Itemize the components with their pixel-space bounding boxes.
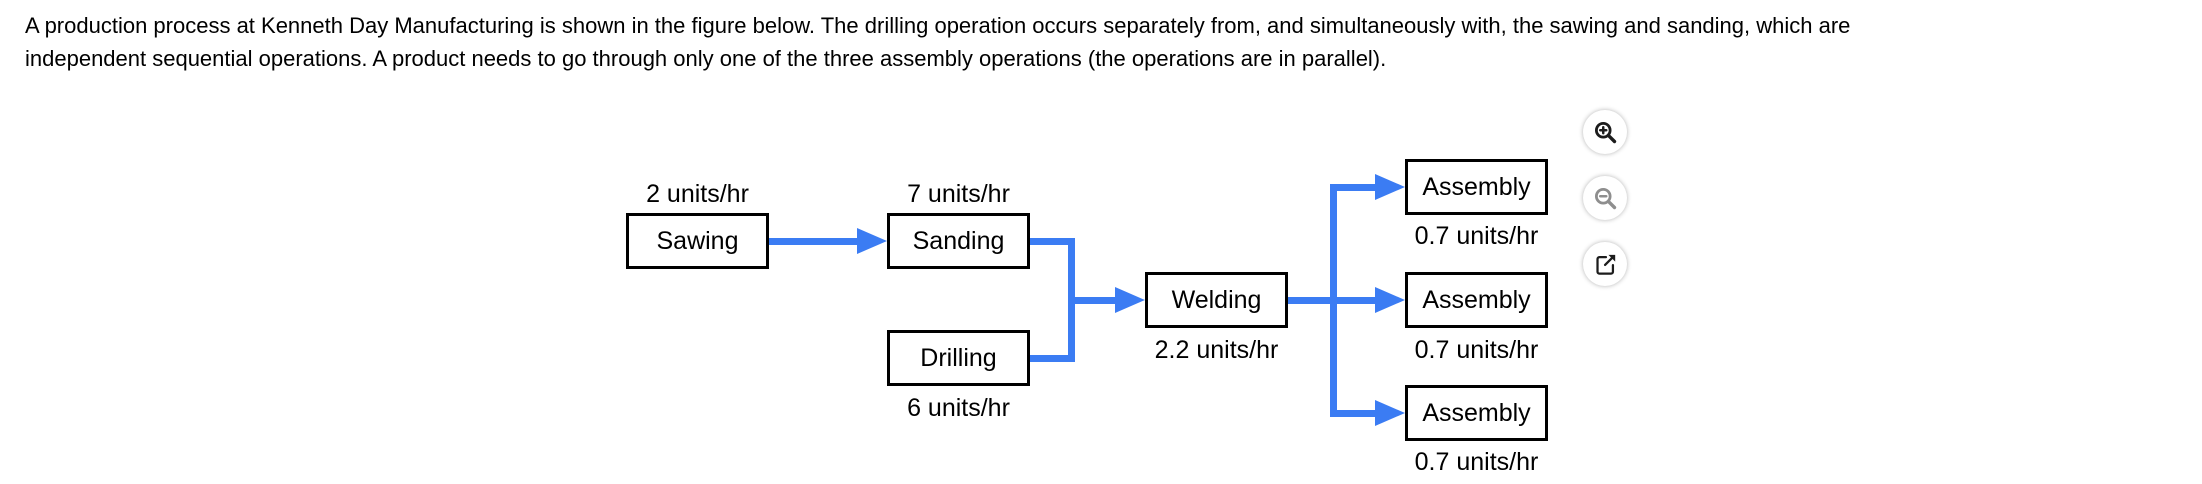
rate-assembly-bottom: 0.7 units/hr <box>1414 448 1539 476</box>
edge-branch-vertical-line <box>1329 183 1337 417</box>
node-drilling-label: Drilling <box>920 343 997 372</box>
node-assembly-top: Assembly <box>1405 159 1548 215</box>
edge-sawing-sanding-arrowhead-icon <box>857 228 887 254</box>
figure-zoom-in-button[interactable] <box>1583 110 1627 154</box>
edge-sanding-junction-line <box>1030 237 1075 245</box>
rate-welding: 2.2 units/hr <box>1154 336 1279 364</box>
edge-sawing-sanding-line <box>769 237 857 245</box>
zoom-in-icon <box>1592 119 1619 146</box>
open-in-new-icon <box>1592 251 1619 278</box>
node-sanding-label: Sanding <box>912 226 1005 255</box>
rate-assembly-middle: 0.7 units/hr <box>1414 336 1539 364</box>
node-assembly-middle-label: Assembly <box>1422 285 1531 314</box>
node-sawing: Sawing <box>626 213 769 269</box>
node-assembly-middle: Assembly <box>1405 272 1548 328</box>
rate-drilling: 6 units/hr <box>907 394 1010 422</box>
edge-junction-welding-line <box>1071 296 1115 304</box>
node-welding-label: Welding <box>1171 285 1262 314</box>
rate-sanding: 7 units/hr <box>907 180 1010 208</box>
edge-branch-assembly-bottom-line <box>1329 409 1375 417</box>
edge-branch-assembly-top-line <box>1329 183 1375 191</box>
node-assembly-bottom-label: Assembly <box>1422 398 1531 427</box>
node-assembly-bottom: Assembly <box>1405 385 1548 441</box>
node-sanding: Sanding <box>887 213 1030 269</box>
problem-text-line-2: independent sequential operations. A pro… <box>25 46 1387 71</box>
rate-assembly-top: 0.7 units/hr <box>1414 222 1539 250</box>
problem-text-line-1: A production process at Kenneth Day Manu… <box>25 13 1851 38</box>
edge-branch-assembly-bottom-arrowhead-icon <box>1375 400 1405 426</box>
rate-sawing: 2 units/hr <box>646 180 749 208</box>
node-sawing-label: Sawing <box>656 226 739 255</box>
node-drilling: Drilling <box>887 330 1030 386</box>
edge-drilling-junction-line <box>1030 354 1075 362</box>
figure-open-in-new-button[interactable] <box>1583 242 1627 286</box>
edge-junction-welding-arrowhead-icon <box>1115 287 1145 313</box>
node-assembly-top-label: Assembly <box>1422 172 1531 201</box>
edge-branch-assembly-top-arrowhead-icon <box>1375 174 1405 200</box>
edge-welding-assembly-middle-arrowhead-icon <box>1375 287 1405 313</box>
node-welding: Welding <box>1145 272 1288 328</box>
zoom-out-icon <box>1592 185 1619 212</box>
problem-statement: A production process at Kenneth Day Manu… <box>25 9 1850 75</box>
figure-zoom-out-button[interactable] <box>1583 176 1627 220</box>
